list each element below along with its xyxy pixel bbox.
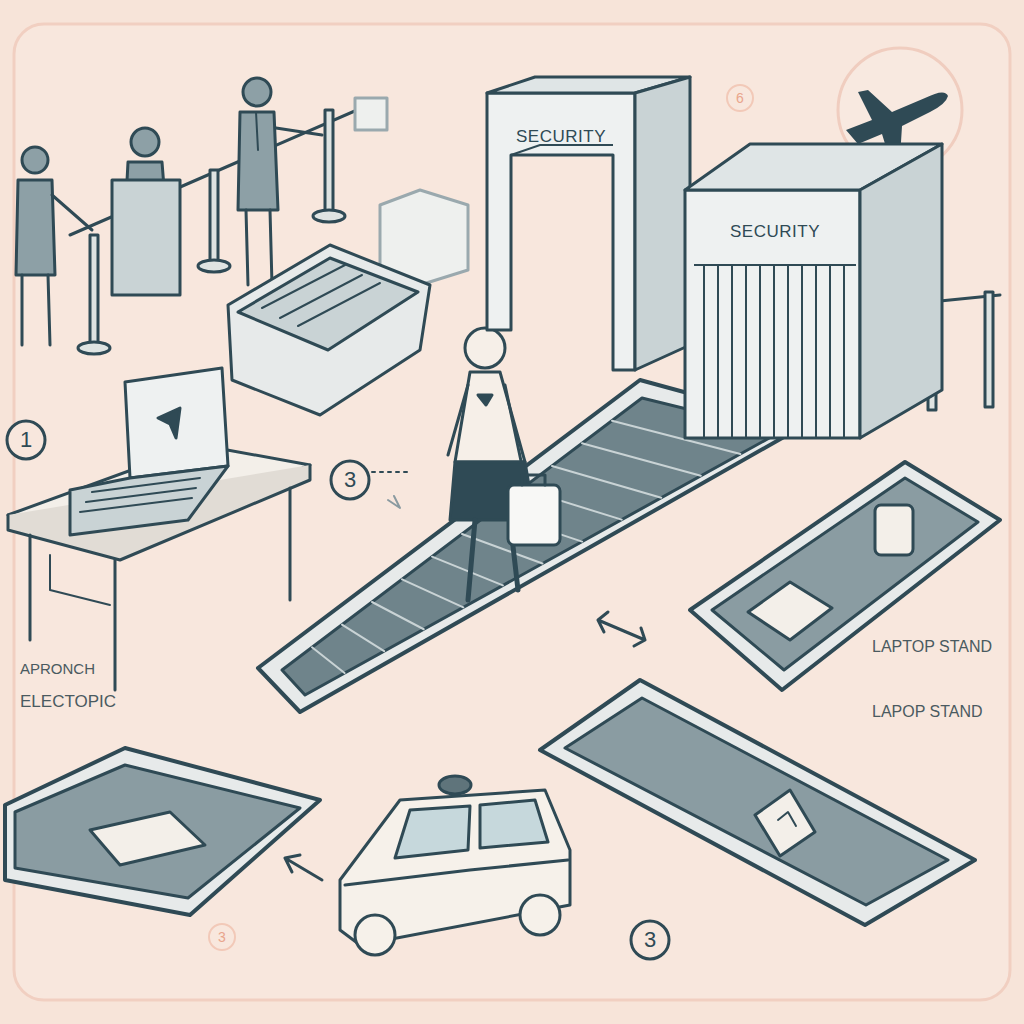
small-box	[355, 98, 387, 130]
label-holder: LAPTOP STAND	[872, 638, 992, 656]
number-circle	[7, 421, 45, 459]
label-holder: 1	[20, 427, 32, 453]
sign-text: SECURITY	[692, 222, 858, 242]
stanchion-base	[78, 342, 110, 354]
desk-edge	[8, 465, 310, 560]
stanchion-post	[325, 110, 333, 215]
belt-surface	[282, 398, 780, 695]
car-windows	[395, 800, 548, 858]
tie	[256, 112, 258, 150]
label-holder: 3	[344, 467, 356, 493]
caption-text: LAPTOP STAND	[872, 638, 992, 656]
callout-number: 3	[344, 467, 356, 493]
person	[238, 78, 322, 285]
tray	[690, 462, 1000, 690]
caption-text: APRONCH	[20, 660, 95, 677]
wheel	[355, 915, 395, 955]
bow	[478, 395, 492, 405]
belt-slat	[402, 579, 463, 607]
stanchion-base	[313, 210, 345, 222]
faint-circle	[209, 924, 235, 950]
belt-slat	[582, 443, 701, 476]
callout-number: 3	[644, 927, 656, 953]
desk-drawer	[50, 555, 110, 605]
label-holder: LAPOP STAND	[872, 703, 983, 721]
belt-slat	[342, 625, 384, 652]
belt-slat	[372, 602, 424, 629]
keys	[80, 478, 200, 512]
stanchion-post	[90, 235, 98, 345]
item	[748, 582, 832, 640]
podium	[112, 180, 180, 295]
handle	[522, 475, 545, 485]
tray-surface	[565, 698, 948, 905]
label-holder: APRONCH	[20, 660, 95, 678]
faint-number: 6	[736, 90, 744, 106]
faint-number: 3	[218, 929, 226, 945]
stanchion-base	[198, 260, 230, 272]
arrow-head	[388, 496, 400, 508]
car-light	[439, 776, 471, 794]
laptop-screen	[125, 368, 228, 478]
tray	[5, 748, 320, 915]
arrow	[285, 855, 322, 880]
belt-slat	[312, 647, 345, 673]
number-circle	[331, 461, 369, 499]
double-arrow	[598, 612, 645, 646]
caption-text: ELECTOPIC	[20, 692, 116, 712]
item	[755, 790, 815, 856]
sign-text: SECURITY	[505, 127, 617, 147]
number-circle	[631, 921, 669, 959]
item	[875, 505, 913, 555]
outline	[485, 75, 705, 375]
car-line	[345, 860, 568, 885]
label-holder: 3	[644, 927, 656, 953]
stanchion-post	[210, 170, 218, 265]
panel	[14, 24, 1010, 1000]
laptop-keyboard	[70, 466, 228, 535]
faint-circle	[727, 85, 753, 111]
xray-machine	[228, 245, 430, 415]
person	[16, 147, 92, 345]
security-arch: SECURITY	[485, 75, 705, 375]
label-holder: 6	[736, 89, 744, 107]
outline	[680, 140, 950, 445]
woman-head	[465, 328, 505, 368]
callout-number: 1	[20, 427, 32, 453]
caption-text: LAPOP STAND	[872, 703, 983, 721]
screen-icon	[158, 408, 180, 438]
xray-top	[238, 258, 418, 350]
xray-lines	[262, 265, 380, 326]
wheel	[520, 895, 560, 935]
belt-slat	[552, 466, 661, 498]
stanchion-post	[985, 292, 993, 407]
label-holder: 3	[218, 928, 226, 946]
security-scanner: SECURITY	[680, 140, 950, 445]
item-mark	[778, 812, 796, 826]
woman-torso	[455, 372, 525, 462]
item	[90, 812, 205, 865]
suitcase	[508, 485, 560, 545]
label-holder: ELECTOPIC	[20, 692, 116, 712]
tray-surface	[15, 765, 300, 898]
dotted-arrow	[372, 471, 412, 473]
